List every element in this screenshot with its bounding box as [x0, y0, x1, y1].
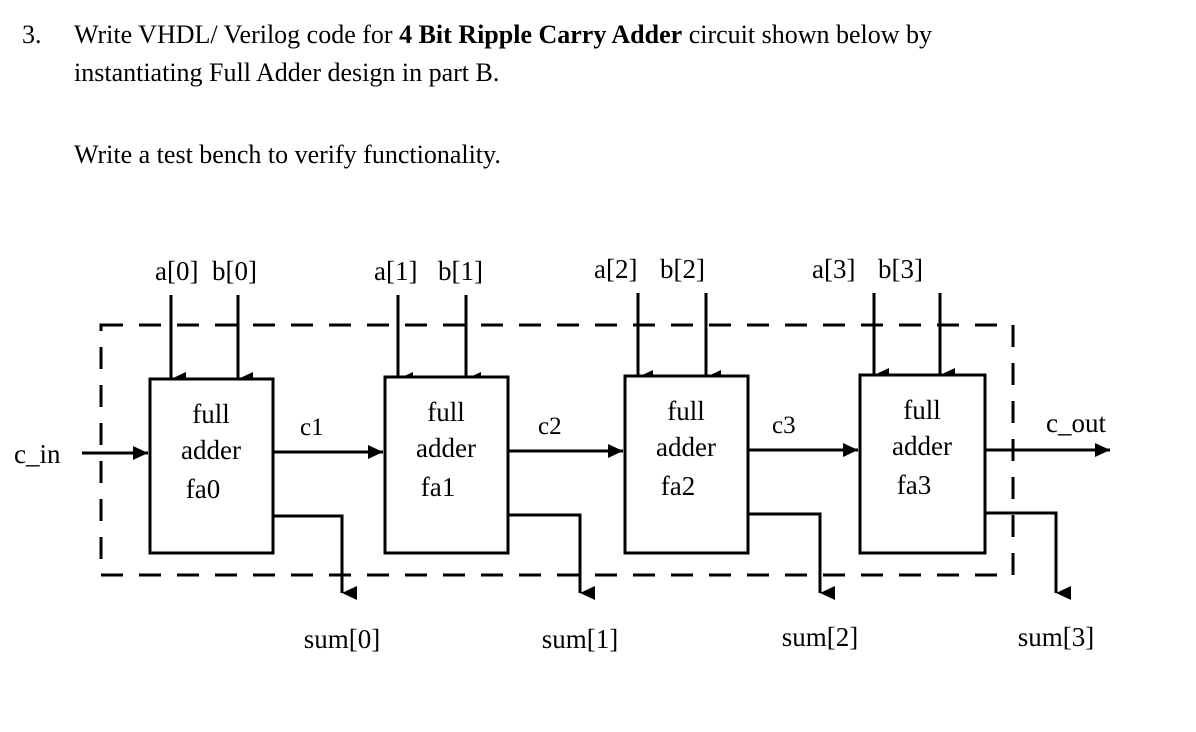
fa2-line-2: adder — [656, 432, 716, 462]
fa3-line-3: fa3 — [897, 470, 931, 500]
output-label-sum0: sum[0] — [304, 624, 381, 654]
input-label-c-in: c_in — [14, 439, 61, 469]
question-line-3: Write a test bench to verify functionali… — [74, 140, 501, 169]
input-label-b0: b[0] — [212, 256, 257, 286]
full-adder-block-fa3[interactable]: full adder fa3 — [858, 373, 987, 555]
fa1-line-3: fa1 — [421, 472, 455, 502]
fa0-line-1: full — [192, 399, 230, 429]
input-label-a3: a[3] — [812, 254, 855, 284]
question-line-1-pre: Write VHDL/ Verilog code for — [74, 20, 400, 49]
wire-sum0 — [273, 514, 357, 600]
fa3-line-1: full — [903, 395, 941, 425]
output-label-sum3: sum[3] — [1018, 622, 1095, 652]
wire-sum3 — [985, 511, 1071, 600]
fa2-line-1: full — [667, 396, 705, 426]
fa1-line-1: full — [427, 397, 465, 427]
question-line-1: Write VHDL/ Verilog code for 4 Bit Rippl… — [74, 18, 932, 52]
input-label-b2: b[2] — [660, 254, 705, 284]
ripple-carry-adder-diagram: a[0] b[0] a[1] b[1] a[2] b[2] a[3] b[3] — [0, 205, 1196, 675]
full-adder-block-fa1[interactable]: full adder fa1 — [383, 375, 510, 555]
carry-label-c2: c2 — [538, 413, 562, 440]
carry-label-c3: c3 — [772, 412, 796, 439]
question-line-2: instantiating Full Adder design in part … — [74, 58, 500, 87]
question-line-1-bold: 4 Bit Ripple Carry Adder — [399, 20, 683, 49]
fa0-line-3: fa0 — [186, 474, 220, 504]
wire-sum1 — [508, 513, 595, 600]
carry-label-c1: c1 — [300, 414, 324, 441]
question-number: 3. — [22, 20, 42, 49]
fa1-line-2: adder — [416, 433, 476, 463]
input-label-b1: b[1] — [438, 256, 483, 286]
wire-sum2 — [748, 512, 835, 600]
fa2-line-3: fa2 — [661, 471, 695, 501]
output-label-sum1: sum[1] — [542, 624, 619, 654]
output-label-sum2: sum[2] — [782, 622, 859, 652]
full-adder-block-fa0[interactable]: full adder fa0 — [148, 377, 275, 555]
fa0-line-2: adder — [181, 435, 241, 465]
input-label-a1: a[1] — [374, 256, 417, 286]
output-label-c-out: c_out — [1046, 408, 1106, 438]
fa3-line-2: adder — [892, 431, 952, 461]
input-label-a0: a[0] — [155, 256, 198, 286]
input-label-b3: b[3] — [878, 254, 923, 284]
full-adder-block-fa2[interactable]: full adder fa2 — [623, 374, 750, 555]
question-line-1-post: circuit shown below by — [682, 20, 933, 49]
input-label-a2: a[2] — [594, 254, 637, 284]
